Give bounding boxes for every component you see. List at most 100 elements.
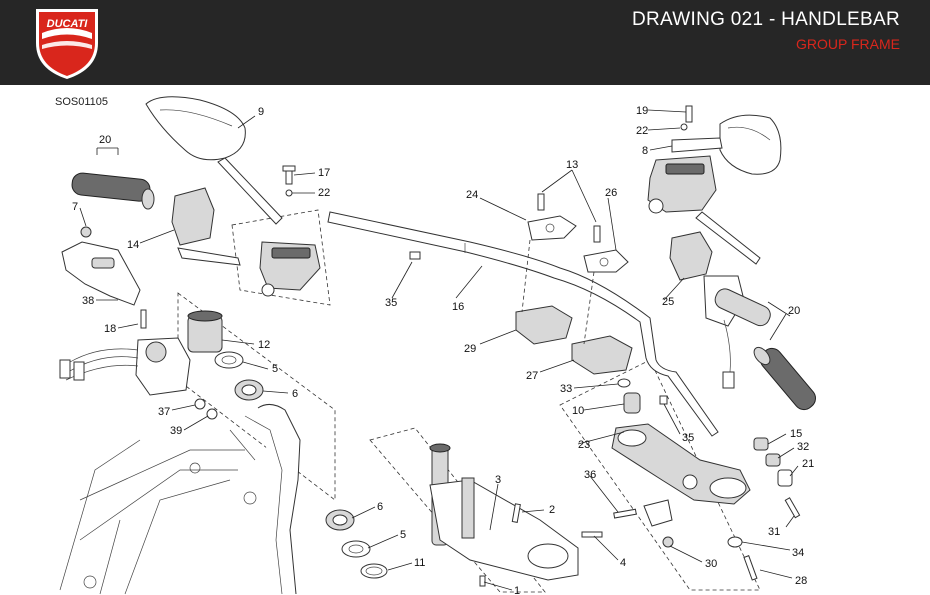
seal-5-top[interactable] (214, 351, 244, 369)
bolt-19[interactable] (685, 105, 693, 123)
weight-21[interactable] (777, 469, 793, 487)
bearing-6-top[interactable] (234, 379, 264, 401)
riser-29[interactable] (515, 305, 573, 345)
logo-text: DUCATI (47, 18, 89, 30)
callout-19: 19 (636, 105, 648, 117)
callout-9: 9 (258, 106, 264, 118)
dashed-box-mirror (231, 209, 331, 306)
bolt-36[interactable] (613, 508, 637, 519)
clip-35-right[interactable] (659, 395, 668, 405)
callout-37: 37 (158, 406, 170, 418)
ring-11[interactable] (360, 563, 388, 579)
bush-32[interactable] (765, 453, 781, 467)
bolt-28[interactable] (743, 555, 758, 581)
nut-37[interactable] (194, 398, 206, 410)
callout-36: 36 (584, 469, 596, 481)
clip-35-left[interactable] (409, 251, 421, 260)
screw-1[interactable] (479, 575, 486, 587)
right-mirror[interactable] (671, 114, 782, 175)
callout-8: 8 (642, 145, 648, 157)
washer-33[interactable] (617, 378, 631, 388)
callout-4: 4 (620, 557, 626, 569)
callout-7: 7 (72, 201, 78, 213)
callout-16: 16 (452, 301, 464, 313)
callout-28: 28 (795, 575, 807, 587)
left-switch[interactable] (171, 187, 241, 266)
bolt-17[interactable] (282, 165, 296, 185)
callout-13: 13 (566, 159, 578, 171)
axis-line-left (521, 239, 531, 313)
bolt-31[interactable] (784, 497, 801, 519)
right-switch[interactable] (669, 231, 713, 281)
riser-cap-26[interactable] (583, 249, 629, 273)
washer-22-left[interactable] (285, 189, 293, 197)
callout-20-right: 20 (788, 305, 800, 317)
callout-14: 14 (127, 239, 139, 251)
callout-32: 32 (797, 441, 809, 453)
callout-1: 1 (514, 585, 520, 595)
callout-6-lower: 6 (377, 501, 383, 513)
callout-30: 30 (705, 558, 717, 570)
bolt-18[interactable] (140, 309, 147, 329)
callout-20-left: 20 (99, 134, 111, 146)
callout-5-top: 5 (272, 363, 278, 375)
washer-34[interactable] (727, 536, 743, 548)
washer-39[interactable] (206, 408, 218, 420)
nut-7[interactable] (80, 226, 92, 238)
header-bar: DUCATI DRAWING 021 - HANDLEBAR GROUP FRA… (0, 0, 930, 85)
group-subtitle: GROUP FRAME (796, 36, 900, 52)
callout-35-right: 35 (682, 432, 694, 444)
right-master-cylinder[interactable] (647, 155, 761, 265)
handlebar-16[interactable] (327, 211, 719, 437)
callout-39: 39 (170, 425, 182, 437)
exploded-diagram: SOS01105 (55, 96, 820, 595)
bolt-4[interactable] (581, 531, 603, 538)
callout-11: 11 (414, 557, 425, 569)
callout-12: 12 (258, 339, 270, 351)
head-tube-12[interactable] (187, 310, 223, 353)
callout-29: 29 (464, 343, 476, 355)
bush-10[interactable] (623, 392, 641, 414)
callout-5-lower: 5 (400, 529, 406, 541)
callout-23: 23 (578, 439, 590, 451)
callout-38: 38 (82, 295, 94, 307)
dashed-box-right (559, 359, 761, 591)
bolts-13[interactable] (537, 193, 601, 243)
callout-25: 25 (662, 296, 674, 308)
riser-27[interactable] (571, 335, 633, 375)
riser-cap-24[interactable] (527, 215, 577, 241)
callout-6-top: 6 (292, 388, 298, 400)
left-switch-housing[interactable] (61, 241, 141, 306)
bearing-6-lower[interactable] (325, 509, 355, 531)
nut-30[interactable] (662, 536, 674, 548)
callout-labels: 9 17 22 20 7 14 38 18 12 5 6 37 39 35 16… (72, 105, 814, 595)
bolt-2[interactable] (511, 503, 521, 523)
callout-17: 17 (318, 167, 330, 179)
left-master-cylinder[interactable] (259, 241, 321, 297)
callout-2: 2 (549, 504, 555, 516)
ignition-switch[interactable] (59, 337, 191, 396)
axis-line-right (583, 271, 595, 345)
throttle-housing[interactable] (703, 275, 773, 389)
bush-15[interactable] (753, 437, 769, 451)
callout-31: 31 (768, 526, 780, 538)
callout-33: 33 (560, 383, 572, 395)
callout-24: 24 (466, 189, 478, 201)
upper-triple-clamp[interactable] (611, 423, 751, 527)
frame (59, 404, 301, 595)
callout-18: 18 (104, 323, 116, 335)
callout-10: 10 (572, 405, 584, 417)
callout-35-left: 35 (385, 297, 397, 309)
drawing-title: DRAWING 021 - HANDLEBAR (631, 9, 900, 30)
drawing-code: SOS01105 (55, 96, 108, 108)
seal-5-lower[interactable] (341, 540, 371, 558)
lower-triple-clamp[interactable] (429, 443, 579, 581)
washer-22-right[interactable] (680, 123, 688, 131)
right-grip[interactable] (751, 344, 820, 413)
callout-22-left: 22 (318, 187, 330, 199)
left-mirror[interactable] (145, 96, 283, 225)
callout-34: 34 (792, 547, 804, 559)
ducati-logo[interactable]: DUCATI (28, 3, 106, 81)
left-grip[interactable] (71, 172, 155, 210)
callout-21: 21 (802, 458, 814, 470)
